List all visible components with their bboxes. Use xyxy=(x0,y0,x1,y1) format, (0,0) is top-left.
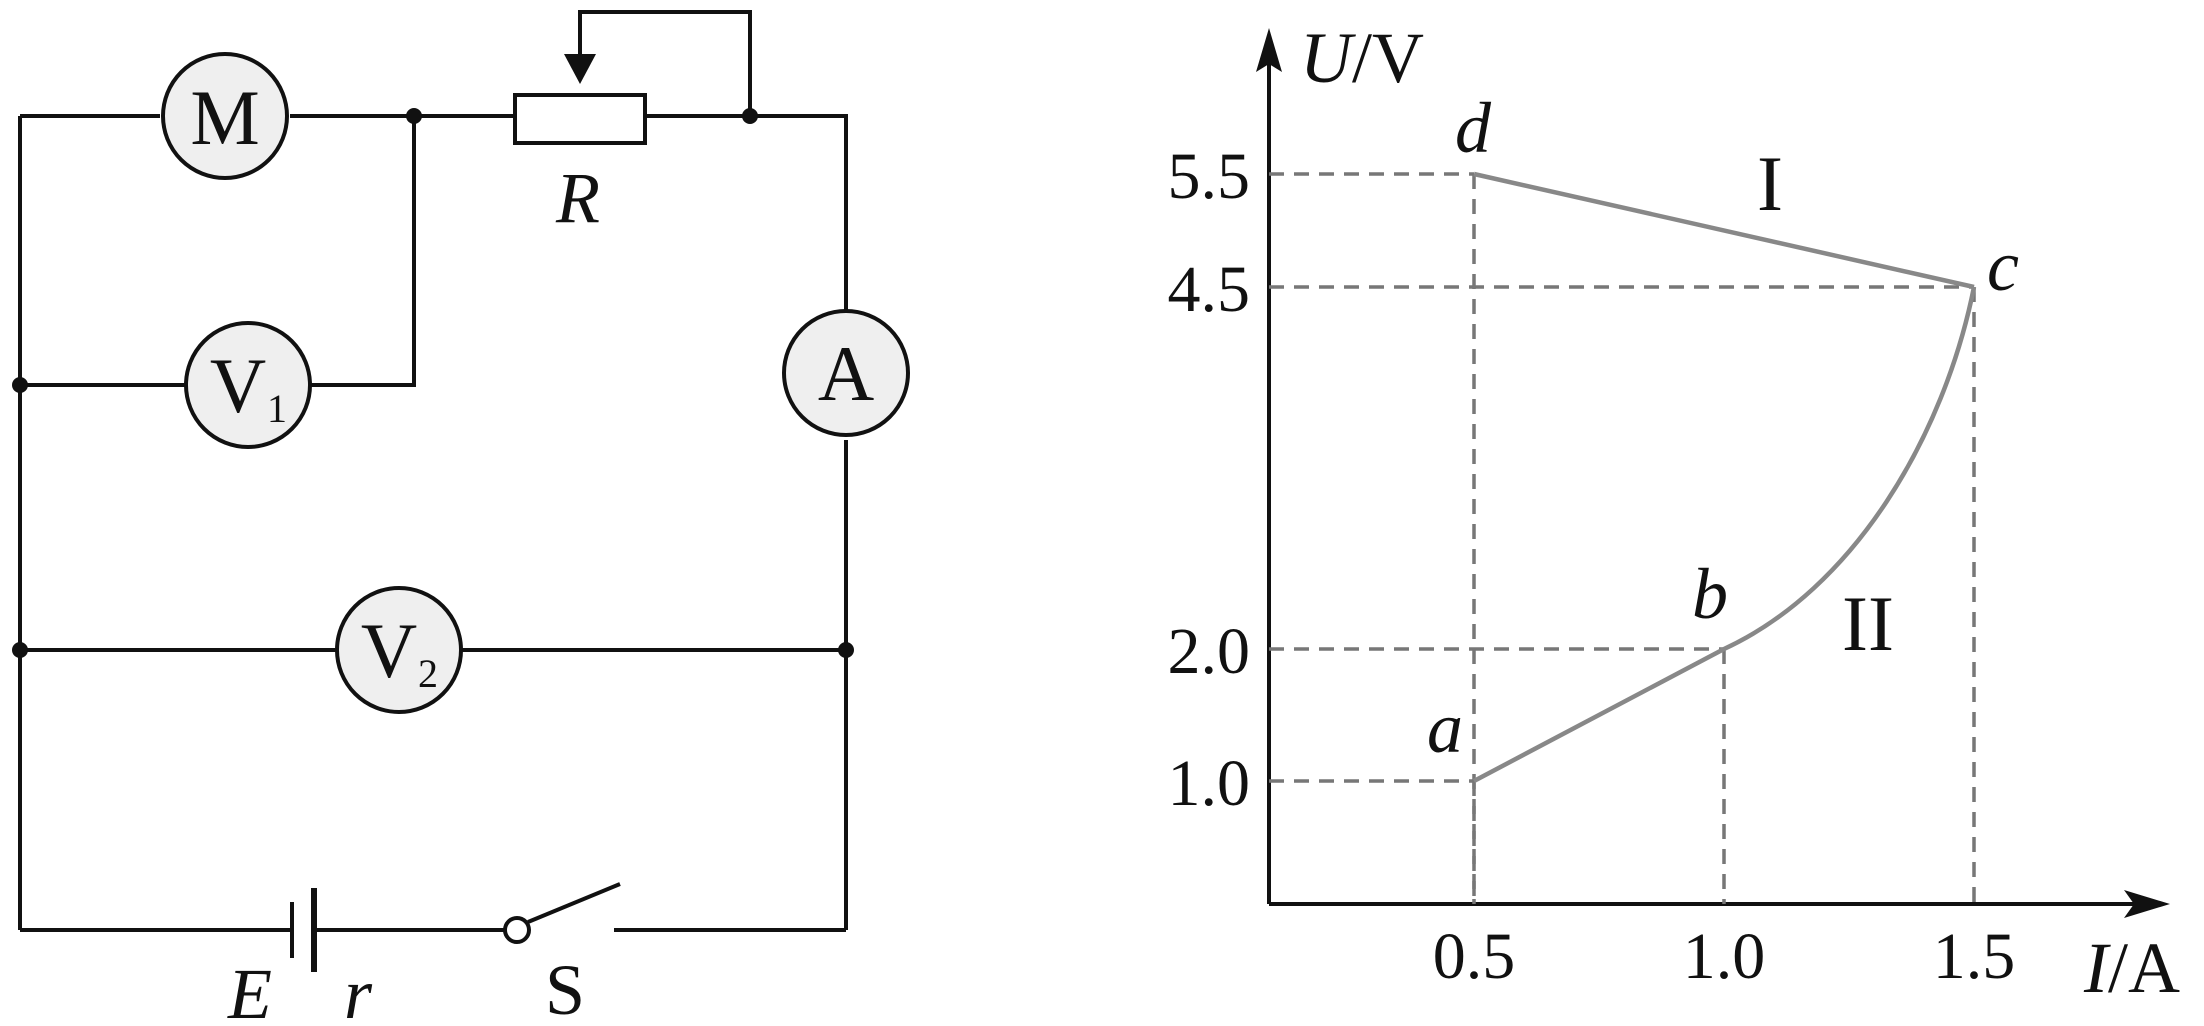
x-axis-arrow xyxy=(2124,890,2170,918)
voltmeter-2-circle xyxy=(335,586,463,714)
series-lines xyxy=(1472,171,1977,783)
y-axis-label: U/V xyxy=(1300,18,1424,98)
y-axis-arrow xyxy=(1256,28,1282,72)
line-label-ii: II xyxy=(1842,580,1894,667)
wire-v1-right xyxy=(310,116,416,387)
ammeter-label: A xyxy=(818,330,874,417)
x-axis-symbol: I xyxy=(2083,928,2111,1008)
voltmeter-2-subscript: 2 xyxy=(418,651,438,696)
x-tick-label: 1.0 xyxy=(1683,920,1766,993)
switch-label: S xyxy=(545,950,585,1026)
voltmeter-1-symbol: V xyxy=(210,342,266,429)
y-axis-symbol: U xyxy=(1300,18,1356,98)
motor-label: M xyxy=(190,74,259,161)
rheostat-slider-arrow xyxy=(564,54,596,84)
wire-right-top xyxy=(750,114,848,310)
voltmeter-2: V 2 xyxy=(335,586,463,714)
motor: M xyxy=(161,52,289,180)
junction-node xyxy=(12,377,28,393)
rheostat-label: R xyxy=(555,158,600,238)
emf-label: E xyxy=(227,954,272,1026)
rheostat-body xyxy=(513,93,647,145)
voltmeter-1: V 1 xyxy=(184,321,312,449)
y-tick-label: 1.0 xyxy=(1168,747,1251,820)
junction-node xyxy=(742,108,758,124)
y-tick-label: 5.5 xyxy=(1168,140,1251,213)
junction-node xyxy=(838,642,854,658)
x-axis-unit: /A xyxy=(2108,928,2180,1008)
series-line-i xyxy=(1473,171,1975,290)
point-label-b: b xyxy=(1692,554,1728,634)
circuit-diagram: M V 1 V 2 A R E r S xyxy=(12,10,910,1026)
rheostat-slider-wire xyxy=(578,10,752,116)
tick-labels: 1.0 2.0 4.5 5.5 0.5 1.0 1.5 xyxy=(1168,140,2016,993)
y-tick-label: 2.0 xyxy=(1168,615,1251,688)
motor-circle xyxy=(161,52,289,180)
point-label-c: c xyxy=(1987,226,2019,306)
y-axis-unit: /V xyxy=(1352,18,1424,98)
guide-lines xyxy=(1269,172,1976,904)
x-tick-label: 1.5 xyxy=(1933,920,2016,993)
junction-node xyxy=(12,642,28,658)
switch-pivot xyxy=(503,916,531,944)
internal-resistance-label: r xyxy=(344,954,373,1026)
voltmeter-2-symbol: V xyxy=(361,607,417,694)
point-label-a: a xyxy=(1427,688,1463,768)
x-axis-label: I/A xyxy=(2083,928,2180,1008)
line-label-i: I xyxy=(1757,140,1783,227)
ammeter: A xyxy=(782,309,910,437)
voltmeter-1-circle xyxy=(184,321,312,449)
point-label-d: d xyxy=(1455,88,1492,168)
voltmeter-1-subscript: 1 xyxy=(267,386,287,431)
x-tick-label: 0.5 xyxy=(1433,920,1516,993)
y-tick-label: 4.5 xyxy=(1168,253,1251,326)
junction-node xyxy=(406,108,422,124)
switch-blade xyxy=(527,882,621,924)
ammeter-circle xyxy=(782,309,910,437)
series-line-ii xyxy=(1472,286,1977,783)
